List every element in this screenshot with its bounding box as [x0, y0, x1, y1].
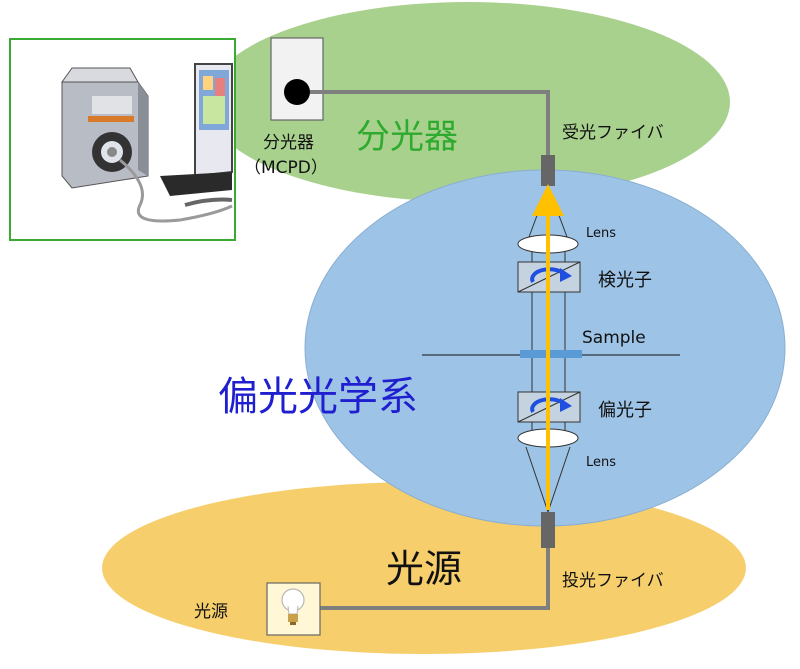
emit-fiber-connector: [541, 512, 555, 548]
optics-region: [304, 169, 786, 527]
detector-icon: [284, 79, 310, 105]
emit-fiber-label: 投光ファイバ: [562, 571, 664, 591]
spectrometer-title: 分光器: [356, 117, 458, 157]
spectrometer-photo: [9, 38, 236, 241]
lens-bottom-label: Lens: [586, 455, 616, 470]
spectrometer-device-label-line2: （MCPD）: [244, 158, 328, 178]
lens-top-label: Lens: [586, 226, 616, 241]
light-source-device-label: 光源: [194, 602, 228, 622]
light-source-region: [102, 482, 746, 654]
receive-fiber-label: 受光ファイバ: [562, 123, 664, 143]
receive-fiber-connector: [541, 155, 555, 186]
receive-fiber-line: [310, 90, 550, 156]
polarization-system-title: 偏光光学系: [218, 374, 418, 420]
analyzer-label: 検光子: [598, 270, 652, 291]
light-bulb-icon: [266, 582, 321, 636]
polarizer-label: 偏光子: [598, 400, 652, 421]
emit-fiber-line: [320, 548, 550, 610]
spectrometer-region: [206, 2, 730, 202]
spectrometer-device-label-line1: 分光器: [263, 133, 314, 153]
light-source-title: 光源: [386, 547, 462, 591]
sample-label: Sample: [582, 328, 646, 348]
sample-plate: [520, 350, 582, 358]
